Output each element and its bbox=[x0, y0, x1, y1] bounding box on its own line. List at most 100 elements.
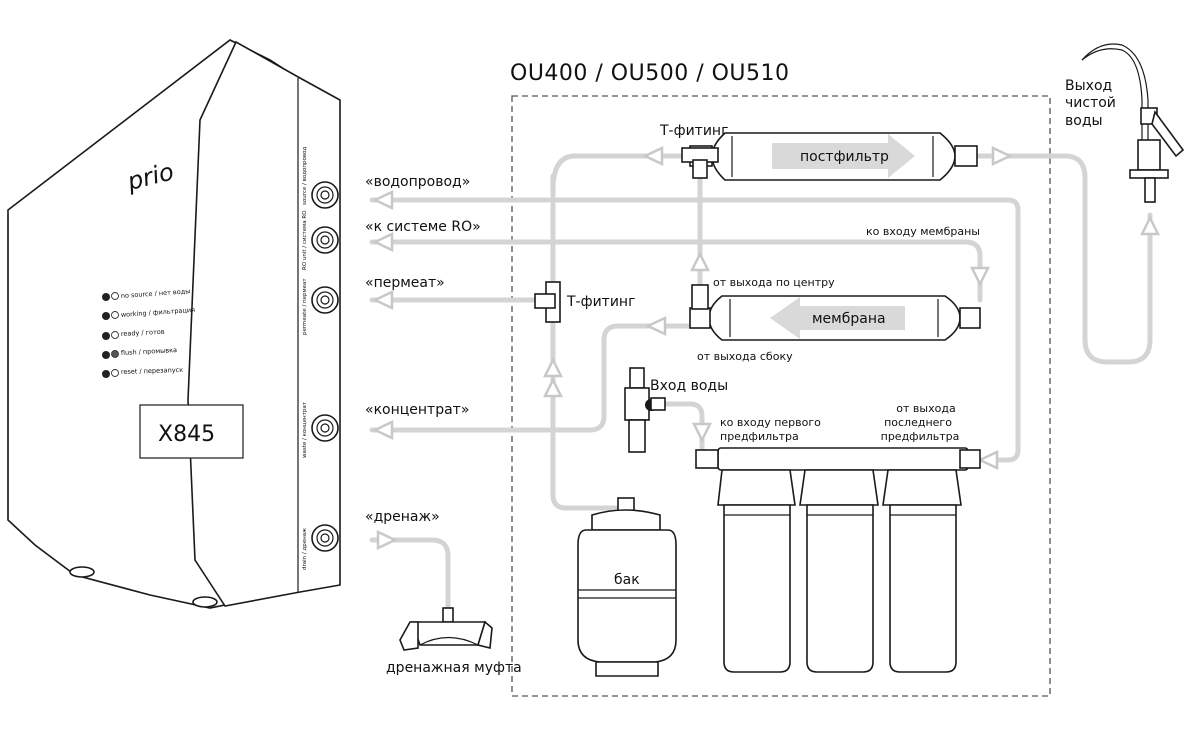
to-first-prefilter-label-2: предфильтра bbox=[720, 430, 799, 443]
symbol-flush-icon bbox=[111, 350, 119, 358]
membrane-label: мембрана bbox=[812, 311, 886, 327]
t-fitting-top bbox=[681, 147, 719, 179]
port-label-drenazh: «дренаж» bbox=[365, 509, 440, 525]
pipe-top-line bbox=[550, 153, 693, 193]
led-reset-icon bbox=[102, 370, 110, 378]
from-last-prefilter-label-3: предфильтра bbox=[881, 430, 960, 443]
inlet-valve bbox=[624, 367, 666, 453]
indicator-ready-label: ready / готов bbox=[121, 328, 165, 338]
pipe-tank-line bbox=[550, 173, 628, 523]
membrane-check-valve bbox=[691, 284, 709, 310]
symbol-ready-icon bbox=[111, 331, 119, 339]
port-label-k-sisteme-ro: «к системе RO» bbox=[365, 219, 481, 235]
device-foot-right bbox=[192, 596, 218, 608]
port-source-connector bbox=[311, 181, 339, 209]
arrow-permeate bbox=[372, 290, 394, 310]
pipe-concentrate-line bbox=[369, 323, 703, 433]
to-first-prefilter-label-1: ко входу первого bbox=[720, 416, 821, 429]
pipe-inlet-line bbox=[657, 401, 705, 453]
led-flush-icon bbox=[102, 351, 110, 359]
arrow-ro bbox=[372, 232, 394, 252]
port-label-kontsentrat: «концентрат» bbox=[365, 402, 469, 418]
port-label-permeate: permeate / пермеат bbox=[302, 278, 308, 335]
prefilter-bowl-2 bbox=[806, 504, 874, 673]
arrow-drain bbox=[376, 530, 398, 550]
from-side-outlet-label: от выхода сбоку bbox=[697, 350, 793, 363]
prefilter-bracket bbox=[717, 447, 969, 471]
pipe-ro-line bbox=[369, 239, 983, 303]
system-boundary-frame bbox=[511, 95, 1051, 697]
to-membrane-input-label: ко входу мембраны bbox=[866, 225, 980, 238]
prio-controller: prio no source / нет воды working / филь… bbox=[7, 39, 341, 609]
prefilter-inlet-fitting bbox=[695, 449, 719, 469]
port-ro-connector bbox=[311, 226, 339, 254]
storage-tank bbox=[577, 497, 677, 677]
arrow-membrane-in bbox=[969, 266, 991, 287]
arrow-clean-out bbox=[991, 146, 1013, 166]
led-no-source-icon bbox=[102, 293, 110, 301]
arrow-concentrate-up bbox=[645, 316, 667, 336]
symbol-reset-icon bbox=[111, 369, 119, 377]
diagram-title: OU400 / OU500 / OU510 bbox=[510, 61, 790, 86]
symbol-working-icon bbox=[111, 311, 119, 319]
membrane-flow-arrow bbox=[770, 297, 905, 339]
port-label-permeat: «пермеат» bbox=[365, 275, 445, 291]
port-label-vodoprovod: «водопровод» bbox=[365, 174, 470, 190]
t-fitting-mid-label: Т-фитинг bbox=[566, 294, 635, 310]
pipe-source-line bbox=[369, 197, 1021, 463]
membrane-cartridge: мембрана bbox=[708, 295, 961, 341]
arrow-center-up bbox=[689, 251, 711, 272]
port-concentrate-connector bbox=[311, 414, 339, 442]
prefilter-bowl-3 bbox=[889, 504, 957, 673]
device-front-panel bbox=[187, 40, 341, 607]
arrow-inlet-down bbox=[691, 422, 713, 443]
pipe-clean-water-line bbox=[972, 153, 1153, 365]
symbol-no-source-icon bbox=[111, 292, 119, 300]
clean-water-faucet bbox=[1081, 43, 1185, 203]
prefilter-outlet-fitting bbox=[959, 449, 981, 469]
led-ready-icon bbox=[102, 332, 110, 340]
postfilter-cartridge: постфильтр bbox=[711, 132, 956, 181]
drain-clamp-label: дренажная муфта bbox=[386, 660, 522, 676]
indicator-flush-label: flush / промывка bbox=[121, 346, 178, 357]
arrow-top-line bbox=[642, 146, 664, 166]
membrane-inlet-fitting bbox=[959, 307, 981, 329]
clean-water-label-2: чистой bbox=[1065, 95, 1116, 111]
arrow-tank-up-1 bbox=[542, 357, 564, 378]
model-badge bbox=[139, 404, 244, 459]
t-fitting-top-label: Т-фитинг bbox=[659, 123, 728, 139]
model-badge-label: X845 bbox=[158, 422, 215, 447]
from-last-prefilter-label-2: последнего bbox=[884, 416, 952, 429]
port-permeate-connector bbox=[311, 286, 339, 314]
drain-clamp bbox=[399, 607, 493, 651]
led-working-icon bbox=[102, 312, 110, 320]
port-drain-connector bbox=[311, 524, 339, 552]
port-label-waste: waste / концентрат bbox=[302, 401, 308, 458]
clean-water-label-1: Выход bbox=[1065, 78, 1112, 94]
arrow-source bbox=[372, 190, 394, 210]
clean-water-label-3: воды bbox=[1065, 113, 1103, 129]
from-center-outlet-label: от выхода по центру bbox=[713, 276, 835, 289]
prefilter-assembly bbox=[695, 447, 981, 673]
postfilter-outlet-fitting bbox=[954, 145, 978, 167]
from-last-prefilter-label-1: от выхода bbox=[896, 402, 955, 415]
device-foot-left bbox=[69, 566, 95, 578]
water-inlet-label: Вход воды bbox=[650, 378, 728, 394]
membrane-center-fitting bbox=[689, 307, 711, 329]
arrow-concentrate bbox=[372, 420, 394, 440]
flow-arrows bbox=[372, 146, 1161, 550]
pipe-drain-line bbox=[369, 537, 451, 613]
postfilter-flow-arrow bbox=[772, 134, 915, 178]
tank-label: бак bbox=[614, 572, 640, 588]
arrow-prefilter-out bbox=[977, 450, 999, 470]
postfilter-label: постфильтр bbox=[800, 149, 889, 165]
t-fitting-mid bbox=[534, 281, 561, 323]
port-label-source: source / водопровод bbox=[302, 147, 308, 205]
port-label-drain: drain / дренаж bbox=[302, 528, 308, 570]
port-label-ro: RO unit / система RO bbox=[302, 210, 308, 270]
arrow-tank-up-2 bbox=[542, 377, 564, 398]
prefilter-bowl-1 bbox=[723, 504, 791, 673]
indicator-reset-label: reset / перезапуск bbox=[121, 366, 184, 376]
arrow-faucet-up bbox=[1139, 215, 1161, 236]
